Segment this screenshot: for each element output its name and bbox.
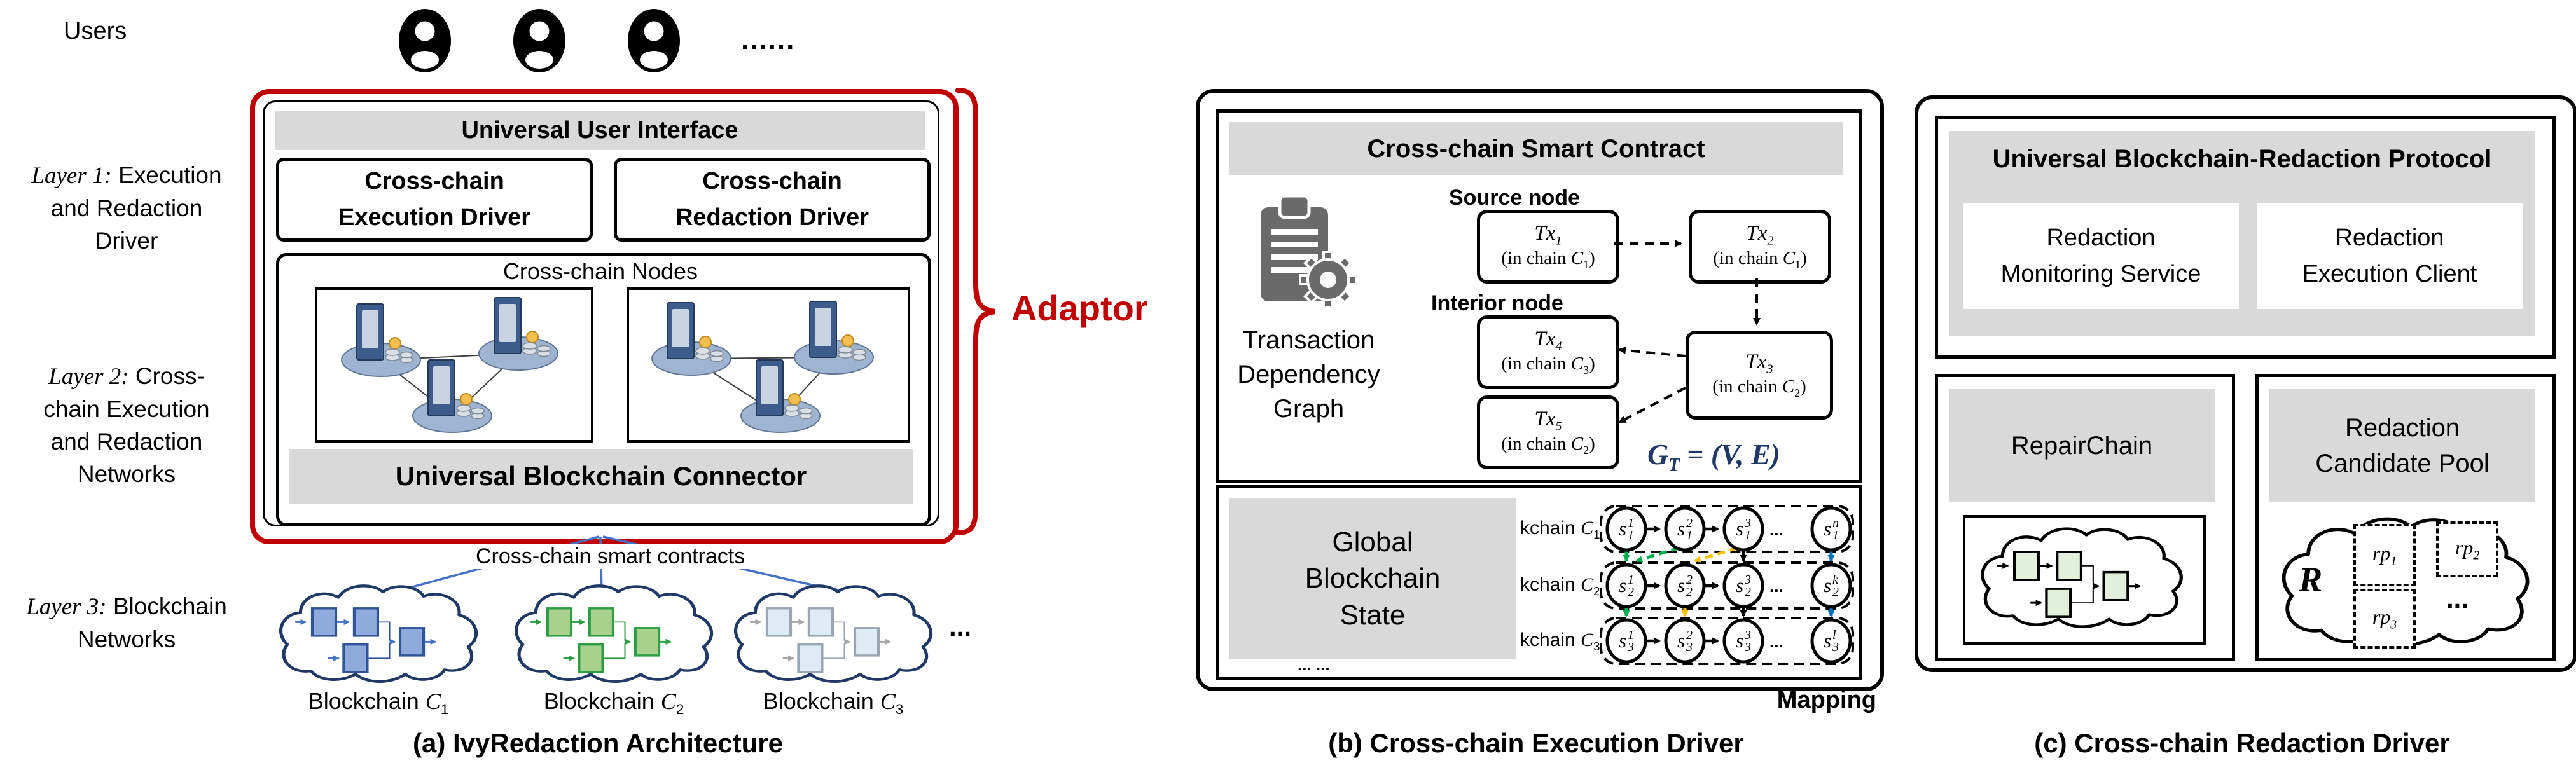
- redaction-driver-panel: [1915, 95, 2576, 672]
- universal-blockchain-connector-bar: Universal Blockchain Connector: [289, 449, 913, 504]
- more-chains-dots: ... ...: [1298, 655, 1330, 674]
- row-1-dots: ...: [1769, 520, 1783, 539]
- row-3-dots: ...: [1769, 632, 1783, 651]
- node-cluster-network-right: [651, 301, 874, 433]
- repairchain-inner-box: [1963, 515, 2206, 645]
- blockchain-cloud-1: [279, 584, 478, 683]
- tx-dependency-arrows: [1614, 240, 1761, 423]
- user-icons: [399, 9, 680, 72]
- global-state-section: [1216, 485, 1862, 680]
- protocol-header: Universal Blockchain-Redaction Protocol: [1992, 145, 2492, 173]
- tx-node-1: Tx1 (in chain C1): [1477, 210, 1619, 284]
- adaptor-label: Adaptor: [1011, 288, 1148, 328]
- redaction-proposal-2: rp2: [2436, 521, 2498, 577]
- server-node-icon: [651, 301, 874, 433]
- tx-node-2: Tx2 (in chain C1): [1689, 210, 1831, 284]
- clouds-more-dots: ...: [949, 612, 972, 642]
- repairchain-box: [1935, 374, 2235, 661]
- chain-row-label-2: kchain C2: [1520, 574, 1600, 598]
- mapping-label: Mapping: [1776, 687, 1876, 713]
- blockchain-cloud-3: [734, 584, 933, 683]
- graph-formula: GT = (V, E): [1647, 438, 1780, 476]
- blockchain-c1-label: Blockchain C1: [308, 688, 449, 718]
- layer-3-label: Layer 3: Blockchain Networks: [26, 593, 227, 653]
- tx-node-3: Tx3 (in chain C2): [1686, 331, 1833, 420]
- caption-a: (a) IvyRedaction Architecture: [413, 728, 783, 758]
- user-icon: [399, 9, 451, 72]
- adaptor-brace: [955, 88, 995, 535]
- cross-chain-nodes-title: Cross-chain Nodes: [502, 258, 698, 284]
- pool-set-symbol: R: [2299, 560, 2323, 600]
- source-node-label: Source node: [1449, 186, 1580, 210]
- blockchain-c3-label: Blockchain C3: [763, 688, 904, 718]
- blockchain-cloud-2: [515, 584, 714, 683]
- tx-node-4: Tx4 (in chain C3): [1477, 315, 1619, 389]
- smart-contract-section: [1216, 109, 1862, 483]
- repairchain-header: RepairChain: [1949, 389, 2215, 502]
- users-label: Users: [64, 18, 127, 45]
- smart-contracts-label: Cross-chain smart contracts: [472, 544, 749, 569]
- smart-contract-header: Cross-chain Smart Contract: [1229, 122, 1843, 175]
- interior-node-label: Interior node: [1431, 291, 1563, 315]
- layer-1-label: Layer 1: Execution and Redaction Driver: [31, 162, 222, 254]
- cross-chain-nodes-box: [276, 253, 931, 526]
- tx-node-5: Tx5 (in chain C2): [1477, 395, 1619, 469]
- pool-more-dots: ...: [2446, 584, 2469, 614]
- universal-user-interface-bar: Universal User Interface: [275, 111, 925, 150]
- caption-c: (c) Cross-chain Redaction Driver: [2034, 728, 2450, 758]
- node-cluster-network-left: [341, 297, 558, 433]
- chain-row-label-1: kchain C1: [1520, 518, 1600, 541]
- adaptor-red-box: [250, 89, 959, 544]
- protocol-section: [1935, 116, 2556, 359]
- candidate-pool-box: [2255, 374, 2556, 661]
- redaction-proposal-3: rp3: [2353, 589, 2416, 649]
- user-icon: [513, 9, 565, 72]
- server-node-icon: [341, 297, 558, 433]
- caption-b: (b) Cross-chain Execution Driver: [1328, 728, 1744, 758]
- chain-row-label-3: kchain C3: [1520, 629, 1600, 653]
- gear-icon: [1299, 251, 1357, 309]
- users-more-dots: ......: [741, 24, 796, 55]
- user-icon: [628, 9, 680, 72]
- row-2-dots: ...: [1769, 577, 1783, 596]
- layer-2-label: Layer 2: Cross- chain Execution and Reda…: [43, 363, 210, 488]
- node-network-box-right: [627, 287, 910, 443]
- state-lattice: [1600, 505, 1854, 665]
- redaction-proposal-1: rp1: [2353, 524, 2416, 586]
- repairchain-cloud: [1981, 527, 2183, 628]
- blockchain-c2-label: Blockchain C2: [543, 688, 684, 718]
- node-network-box-left: [315, 287, 593, 443]
- contract-clipboard-gear-icon: [1261, 194, 1357, 309]
- execution-driver-panel: [1196, 89, 1884, 691]
